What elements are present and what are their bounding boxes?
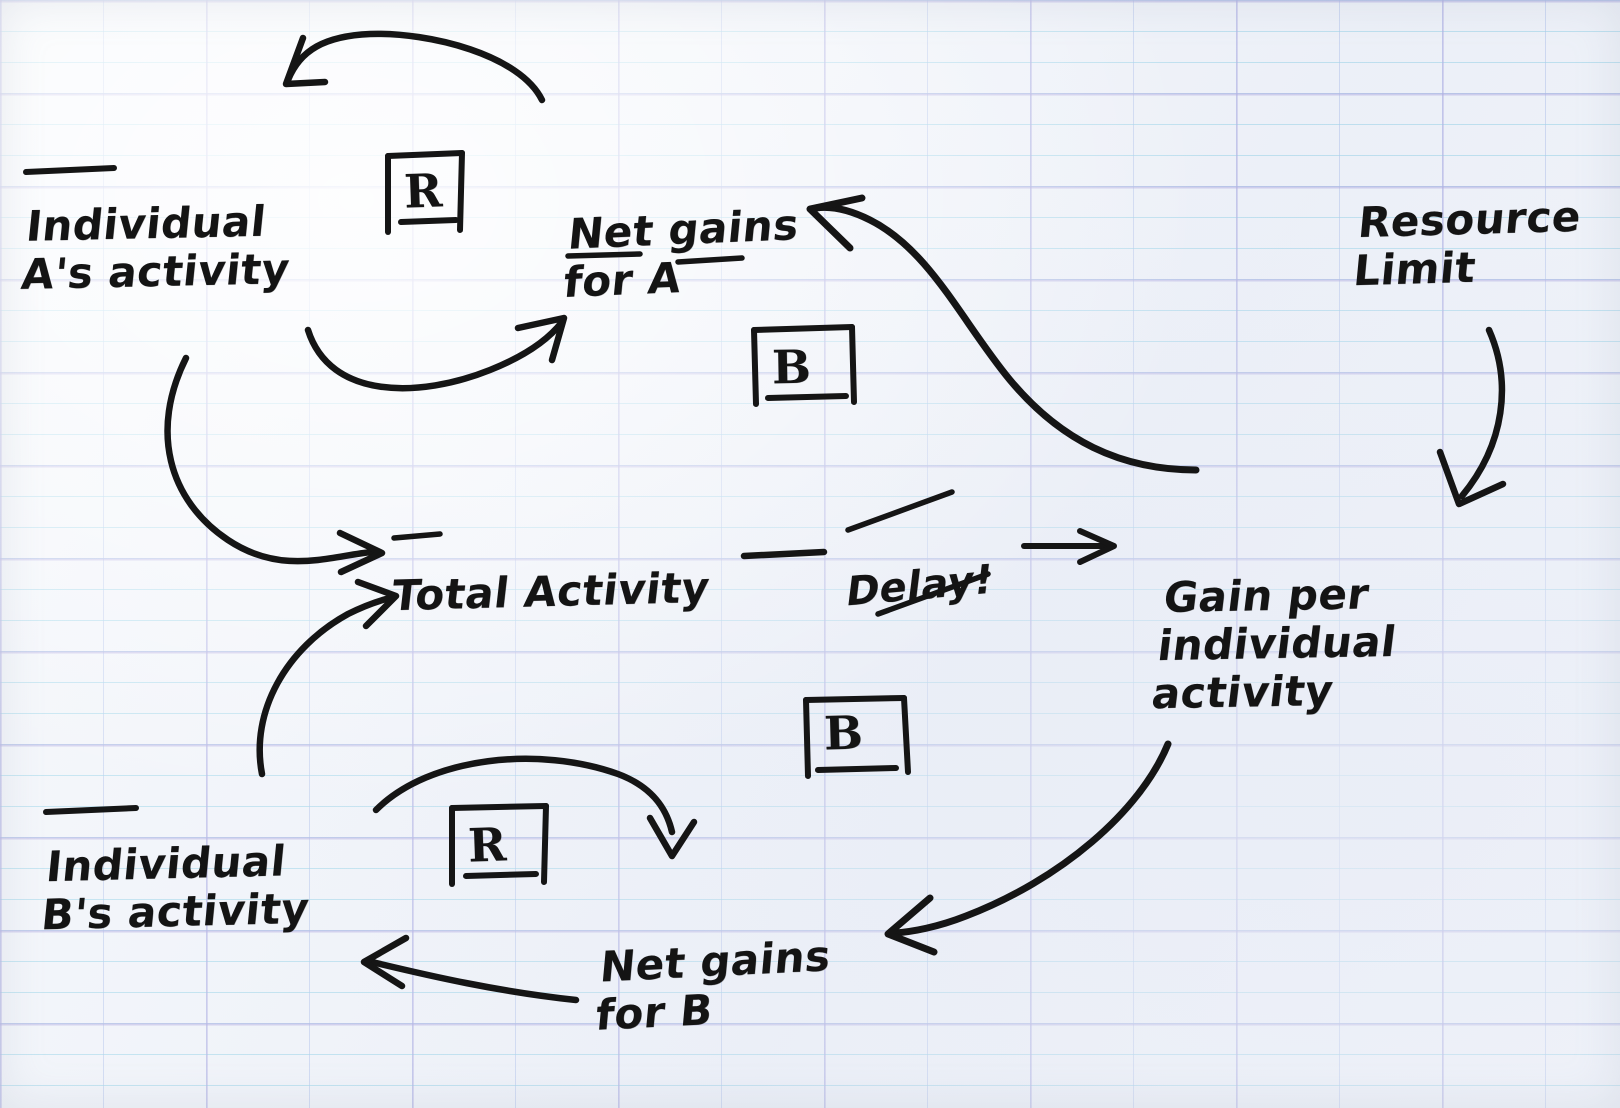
node-resource-limit: Resource Limit	[1347, 145, 1588, 343]
loop-label-b-bottom: B	[823, 705, 864, 761]
node-total-activity-label: Total Activity	[389, 562, 713, 621]
loop-bracket-r-top	[385, 150, 465, 235]
link-gain-to-gains-b	[884, 740, 1172, 956]
node-net-gains-a: Net gains for A	[557, 153, 806, 355]
node-delay-marker: Delay!	[838, 511, 1002, 663]
loop-label-b-top: B	[771, 339, 812, 395]
node-individual-b: Individual B's activity	[35, 788, 321, 987]
node-total-activity: Total Activity	[384, 516, 718, 668]
loop-label-r-bottom: R	[467, 817, 508, 873]
node-net-gains-b: Net gains for B	[589, 884, 837, 1088]
link-gains-b-to-b	[360, 934, 580, 1004]
loop-bracket-b-top	[751, 324, 857, 407]
loop-bracket-b-bottom	[803, 695, 911, 779]
delay-slash-marks	[845, 489, 991, 617]
label-underlines	[23, 165, 745, 815]
loop-label-r-top: R	[403, 163, 444, 219]
link-a-to-total	[164, 354, 386, 576]
node-gain-per-individual-label: Gain per individual activity	[1149, 569, 1400, 718]
link-b-to-total	[256, 578, 400, 778]
node-resource-limit-label: Resource Limit	[1351, 191, 1584, 296]
node-individual-b-label: Individual B's activity	[39, 836, 312, 940]
node-individual-a-label: Individual A's activity	[19, 196, 293, 299]
link-gain-to-gains-a	[806, 194, 1200, 474]
node-gain-per-individual: Gain per individual activity	[1143, 522, 1411, 766]
node-net-gains-b-label: Net gains for B	[593, 930, 833, 1040]
link-resource-to-gain	[1436, 326, 1507, 508]
loop-bracket-r-bottom	[449, 803, 549, 887]
link-gains-a-to-a	[282, 30, 546, 104]
link-delay-to-gain	[1021, 528, 1117, 565]
node-individual-a: Individual A's activity	[14, 149, 301, 347]
node-delay-label: Delay!	[843, 555, 996, 616]
link-a-to-gains-a	[304, 314, 568, 392]
link-b-to-gains-b	[372, 755, 698, 860]
link-total-to-delay	[740, 548, 828, 560]
node-net-gains-a-label: Net gains for A	[561, 199, 802, 307]
